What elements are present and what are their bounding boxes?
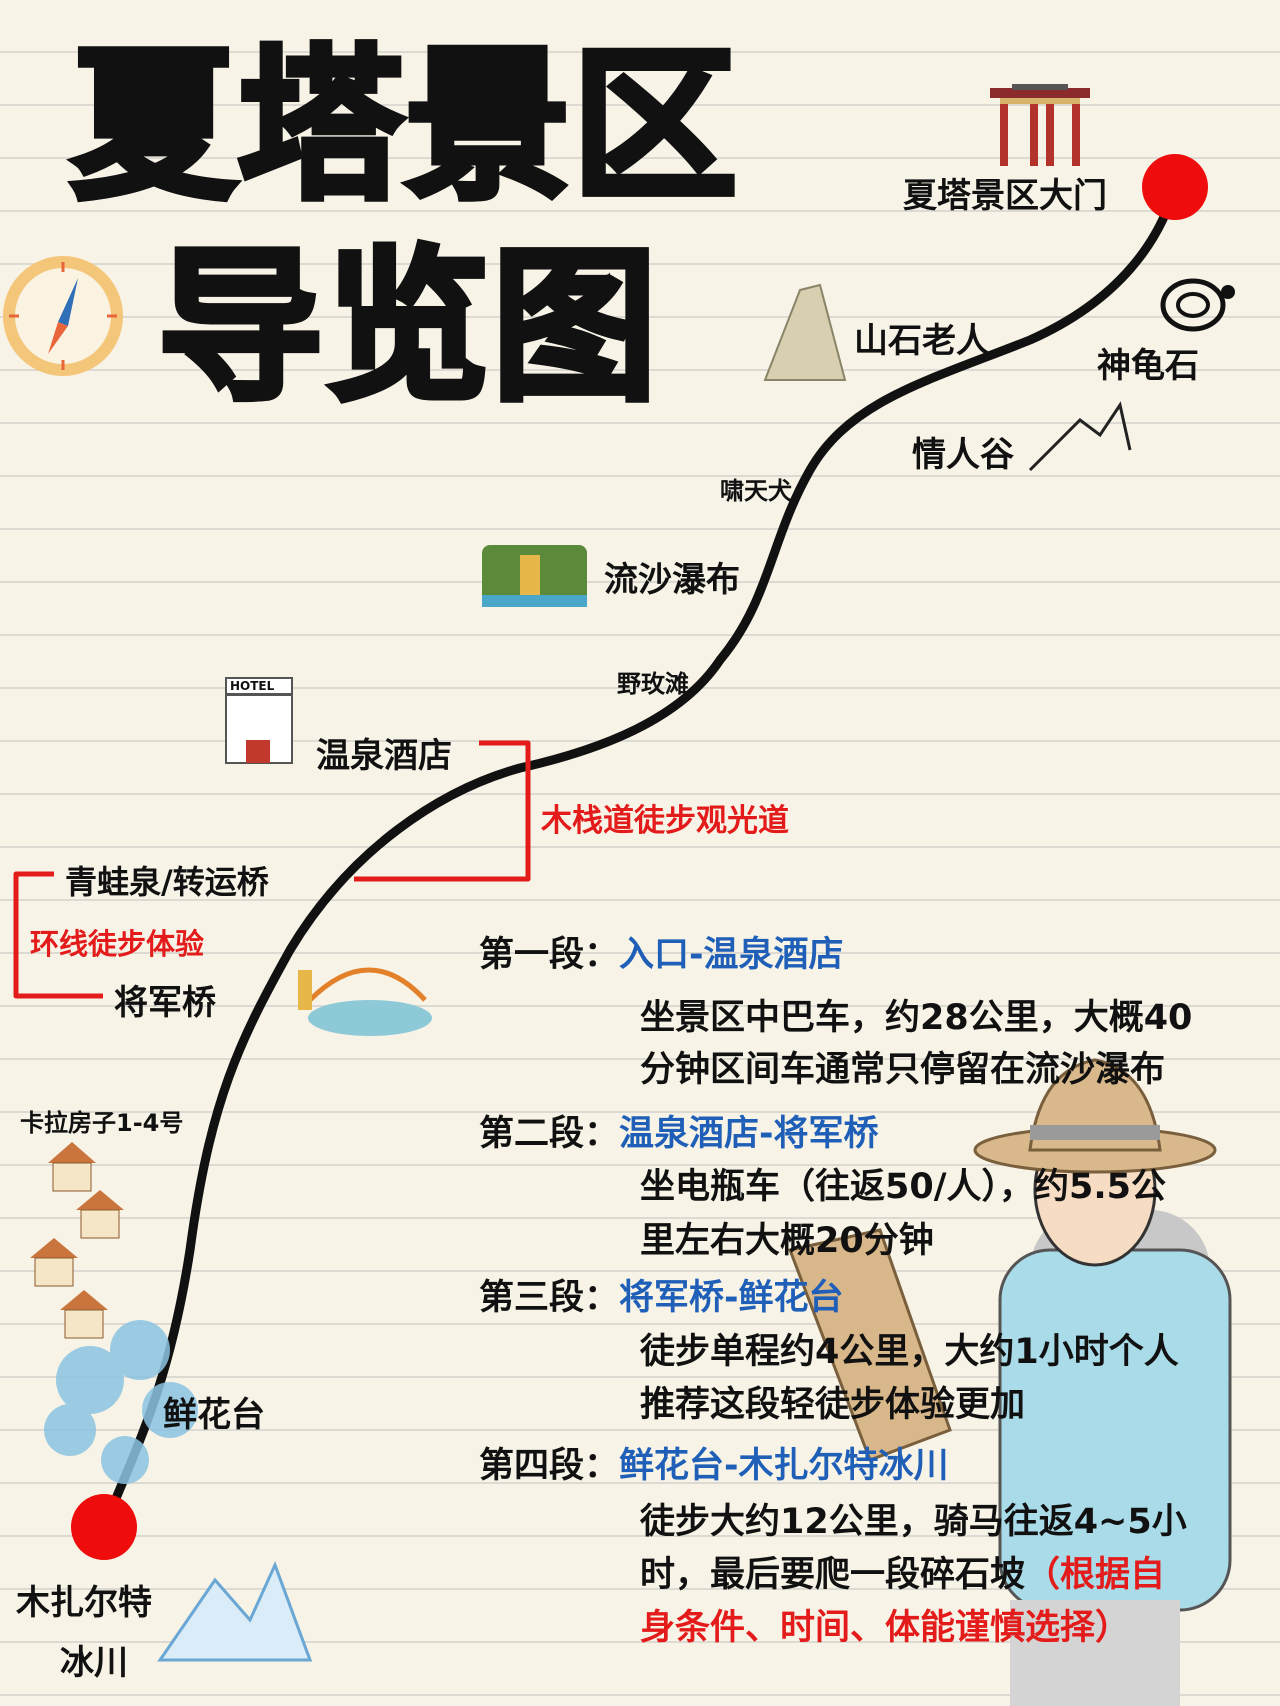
flowers-icon [44,1320,198,1484]
segment-1: 第一段：入口-温泉酒店 [479,926,844,977]
start-point-marker [1142,154,1208,220]
label-glacier-line2: 冰川 [60,1643,128,1683]
bridge-icon [298,967,432,1036]
label-quicksand-falls: 流沙瀑布 [604,560,740,600]
rock-icon [763,283,847,381]
segment-label: 第三段： [479,1278,620,1318]
segment-route: 将军桥-鲜花台 [619,1278,844,1318]
loop-bracket [13,871,103,999]
boardwalk-bracket [354,740,531,882]
label-flower-terrace: 鲜花台 [163,1395,265,1435]
segment-2-line1: 坐电瓶车（往返50/人），约5.5公 [640,1167,1166,1207]
segment-route: 入口-温泉酒店 [619,935,844,975]
gate-icon [990,84,1090,166]
label-loop-hike: 环线徒步体验 [30,927,205,961]
segment-4: 第四段：鲜花台-木扎尔特冰川 [479,1437,949,1488]
segment-3: 第三段：将军桥-鲜花台 [479,1269,844,1320]
hotel-sign: HOTEL [230,679,275,693]
label-gate: 夏塔景区大门 [903,176,1107,216]
page-title-line1: 夏塔景区 [68,30,740,222]
label-howling-dog: 啸天犬 [720,477,792,505]
segment-route: 温泉酒店-将军桥 [619,1114,879,1154]
compass-icon [3,256,123,376]
label-glacier-line1: 木扎尔特 [16,1583,152,1623]
label-general-bridge: 将军桥 [114,983,216,1023]
label-boardwalk: 木栈道徒步观光道 [541,803,789,839]
warning-text: （根据自 [1025,1555,1166,1595]
segment-3-line1: 徒步单程约4公里，大约1小时个人 [640,1332,1179,1372]
page-title-line2: 导览图 [155,231,660,423]
segment-2: 第二段：温泉酒店-将军桥 [479,1105,879,1156]
label-turtle-rock: 神龟石 [1097,346,1199,386]
label-old-man-rock: 山石老人 [854,321,990,361]
label-kala-houses: 卡拉房子1-4号 [20,1109,184,1137]
segment-3-line2: 推荐这段轻徒步体验更加 [640,1385,1026,1425]
label-lovers-valley: 情人谷 [912,435,1014,475]
turtle-icon [1160,278,1235,332]
segment-route: 鲜花台-木扎尔特冰川 [619,1446,949,1486]
segment-4-text: 时，最后要爬一段碎石坡 [640,1555,1026,1595]
hotel-icon [225,677,293,764]
segment-1-line2: 分钟区间车通常只停留在流沙瀑布 [640,1050,1166,1090]
segment-label: 第二段： [479,1114,620,1154]
segment-1-line1: 坐景区中巴车，约28公里，大概40 [640,998,1193,1038]
glacier-icon [157,1561,313,1662]
route-line [99,182,1180,1532]
segment-label: 第四段： [479,1446,620,1486]
segment-4-line1: 徒步大约12公里，骑马往返4~5小 [640,1502,1187,1542]
end-point-marker [71,1494,137,1560]
mountain-icon [1028,401,1132,472]
label-frog-spring: 青蛙泉/转运桥 [65,863,269,901]
waterfall-icon [482,545,587,607]
segment-4-warning: 身条件、时间、体能谨慎选择） [640,1608,1131,1648]
house-icon [30,1142,124,1339]
segment-4-line2: 时，最后要爬一段碎石坡（根据自 [640,1546,1165,1597]
segment-label: 第一段： [479,935,620,975]
label-wild-rose-beach: 野玫滩 [617,670,689,698]
label-hot-spring-hotel: 温泉酒店 [316,736,452,776]
segment-2-line2: 里左右大概20分钟 [640,1221,934,1261]
traveler-illustration [787,1058,1232,1706]
